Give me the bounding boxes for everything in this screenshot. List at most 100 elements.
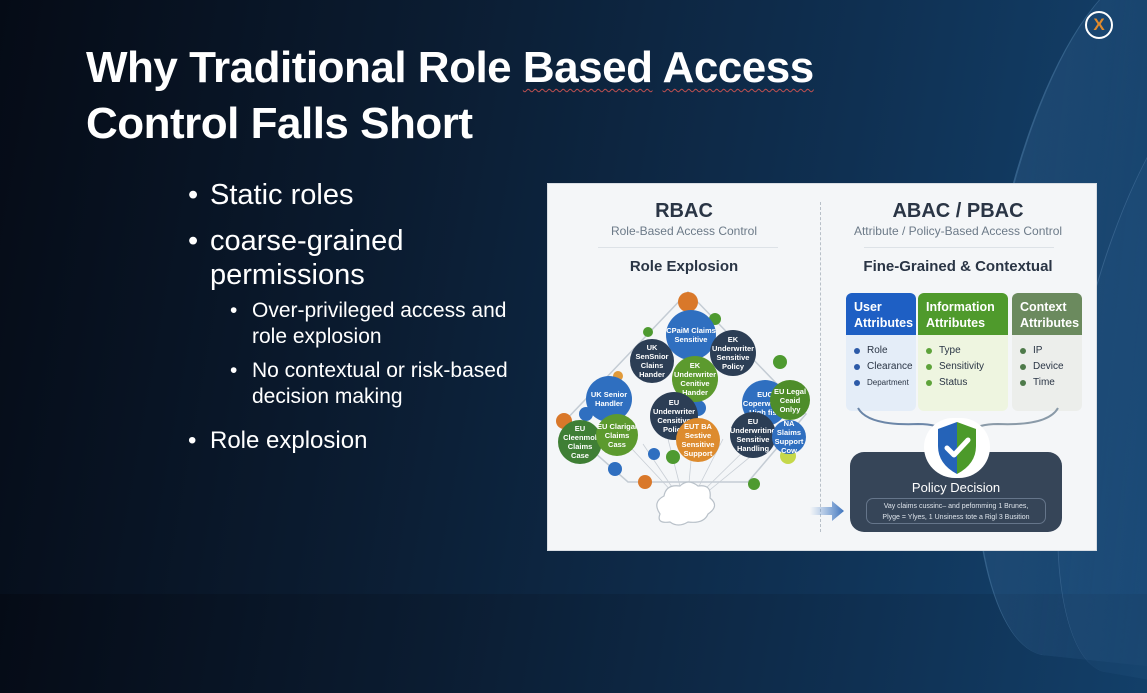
bullet-text: Role explosion	[210, 427, 368, 454]
policy-decision-title: Policy Decision	[911, 480, 1001, 495]
attribute-item: Time	[1020, 375, 1082, 391]
right-arrow-icon	[810, 501, 844, 521]
attribute-item-label: IP	[1033, 345, 1043, 356]
role-bubble: EU Underwriting Sensitive Handling	[730, 412, 776, 458]
sub-bullet-item: • Over-privileged access and role explosi…	[230, 298, 508, 350]
role-bubble-label: EK Underwriter Cenitive Hander	[673, 361, 717, 397]
sub-bullet-item: • No contextual or risk-based decision ma…	[230, 358, 508, 410]
role-bubble-label: EU Underwriting Sensitive Handling	[729, 417, 777, 453]
attribute-item-label: Sensitivity	[939, 361, 985, 372]
title-line-1: Why Traditional Role Based Access	[86, 40, 814, 96]
attribute-item-label: Time	[1033, 377, 1055, 388]
role-bubble: EK Underwriter Sensitive Policy	[710, 330, 756, 376]
attribute-item: Sensitivity	[926, 359, 1008, 375]
role-bubble-label: EU Cleenmol Claims Case	[563, 424, 597, 460]
logo-glyph: X	[1093, 15, 1105, 34]
bullet-dot-icon	[926, 364, 932, 370]
attribute-group-title: Information Attributes	[918, 293, 1008, 335]
role-bubble: EU Clarigal Claims Cass	[596, 414, 638, 456]
rbac-heading: RBAC	[655, 200, 713, 222]
bullet-list: • Static roles • coarse-grained permission…	[188, 178, 508, 470]
bullet-dot: •	[230, 299, 238, 322]
bullet-dot-icon	[1020, 380, 1026, 386]
attribute-group-title: Context Attributes	[1012, 293, 1082, 335]
bullet-dot-icon	[1020, 348, 1026, 354]
bullet-dot-icon	[854, 348, 860, 354]
sub-bullet-text: No contextual or risk-based decision mak…	[252, 359, 508, 408]
rbac-vs-abac-diagram: RBAC Role-Based Access Control Role Expl…	[548, 184, 1096, 550]
policy-note: Vay claims cussinc– and pefomming 1 Brun…	[866, 498, 1046, 524]
role-bubble-label: CPaiM Claims Sensitive	[666, 326, 716, 344]
rbac-subtitle: Role-Based Access Control	[610, 224, 758, 238]
bullet-text: coarse-grained permissions	[210, 225, 404, 291]
bullet-item: • coarse-grained permissions	[188, 224, 508, 292]
cloud-icon	[656, 481, 716, 526]
bullet-dot-icon	[926, 348, 932, 354]
divider	[598, 247, 778, 248]
sub-bullet-text: Over-privileged access and role explosio…	[252, 299, 507, 348]
policy-note-line: Vay claims cussinc– and pefomming 1 Brun…	[883, 503, 1029, 510]
role-bubble-label: EUC Coperwritier High fisk	[742, 389, 788, 417]
attribute-item: Role	[854, 343, 916, 359]
attribute-item: IP	[1020, 343, 1082, 359]
bullet-dot-icon	[1020, 364, 1026, 370]
bullet-item: • Role explosion	[188, 424, 508, 458]
bullet-dot: •	[188, 179, 199, 211]
attribute-item-label: Role	[867, 345, 888, 356]
role-bubble-label: EU Legal Ceaid Onlyy	[773, 386, 807, 414]
shield-badge	[924, 418, 990, 478]
role-bubble: EK Underwriter Cenitive Hander	[672, 356, 718, 402]
bullet-dot-icon	[854, 380, 860, 386]
role-bubble: EU Underwriter Censitive Policy	[650, 392, 698, 440]
attribute-item-label: Status	[939, 377, 968, 388]
attribute-group-title: User Attributes	[846, 293, 916, 335]
bullet-dot: •	[230, 359, 238, 382]
role-bubble-label: EU Clarigal Claims Cass	[596, 421, 637, 449]
attribute-item-label: Department	[867, 378, 909, 387]
attribute-item: Device	[1020, 359, 1082, 375]
shield-check-icon	[938, 422, 976, 474]
logo-icon: X	[1085, 11, 1113, 39]
bullet-dot: •	[188, 427, 197, 454]
role-bubble-label: UK Senior Handler	[590, 390, 628, 408]
attribute-item-label: Device	[1033, 361, 1064, 372]
bullet-text: Static roles	[210, 179, 354, 211]
title-space	[652, 43, 662, 92]
divider	[864, 247, 1054, 248]
attribute-item: Type	[926, 343, 1008, 359]
bullet-dot: •	[188, 225, 199, 257]
title-word-spellcheck: Based	[522, 43, 653, 92]
attribute-item-label: Clearance	[867, 361, 913, 372]
policy-note-line: Plyge = Ylyes, 1 Unsiness tote a Rigl 3 …	[882, 514, 1030, 521]
attribute-item: Clearance	[854, 359, 916, 375]
role-explosion-heading: Role Explosion	[629, 258, 739, 275]
title-word-spellcheck: Access	[662, 43, 815, 92]
role-bubble: CPaiM Claims Sensitive	[666, 310, 716, 360]
role-bubble: EUT BA Sestive Sensitive Support	[676, 418, 720, 462]
role-bubble: NA Slaims Support Cow	[772, 419, 806, 455]
role-bubble: UK SenSnior Clains Hander	[630, 339, 674, 383]
slide-title: Why Traditional Role Based Access Contro…	[86, 40, 814, 152]
bullet-dot-icon	[926, 380, 932, 386]
title-line-2: Control Falls Short	[86, 99, 473, 148]
role-bubble-label: EU Underwriter Censitive Policy	[652, 398, 696, 434]
bullet-dot-icon	[854, 364, 860, 370]
attribute-item: Status	[926, 375, 1008, 391]
role-bubble-label: EK Underwriter Sensitive Policy	[711, 335, 755, 371]
role-bubble: EU Cleenmol Claims Case	[558, 420, 602, 464]
role-bubble: EU Legal Ceaid Onlyy	[770, 380, 810, 420]
abac-heading: ABAC / PBAC	[892, 200, 1024, 222]
bullet-item: • Static roles	[188, 178, 508, 212]
title-text: Why Traditional Role	[86, 43, 523, 92]
abac-subtitle: Attribute / Policy-Based Access Control	[853, 224, 1063, 238]
attribute-item: Department	[854, 375, 916, 391]
attribute-item-label: Type	[939, 345, 961, 356]
role-bubble-label: UK SenSnior Clains Hander	[635, 343, 669, 379]
fine-grained-heading: Fine-Grained & Contextual	[863, 258, 1053, 275]
